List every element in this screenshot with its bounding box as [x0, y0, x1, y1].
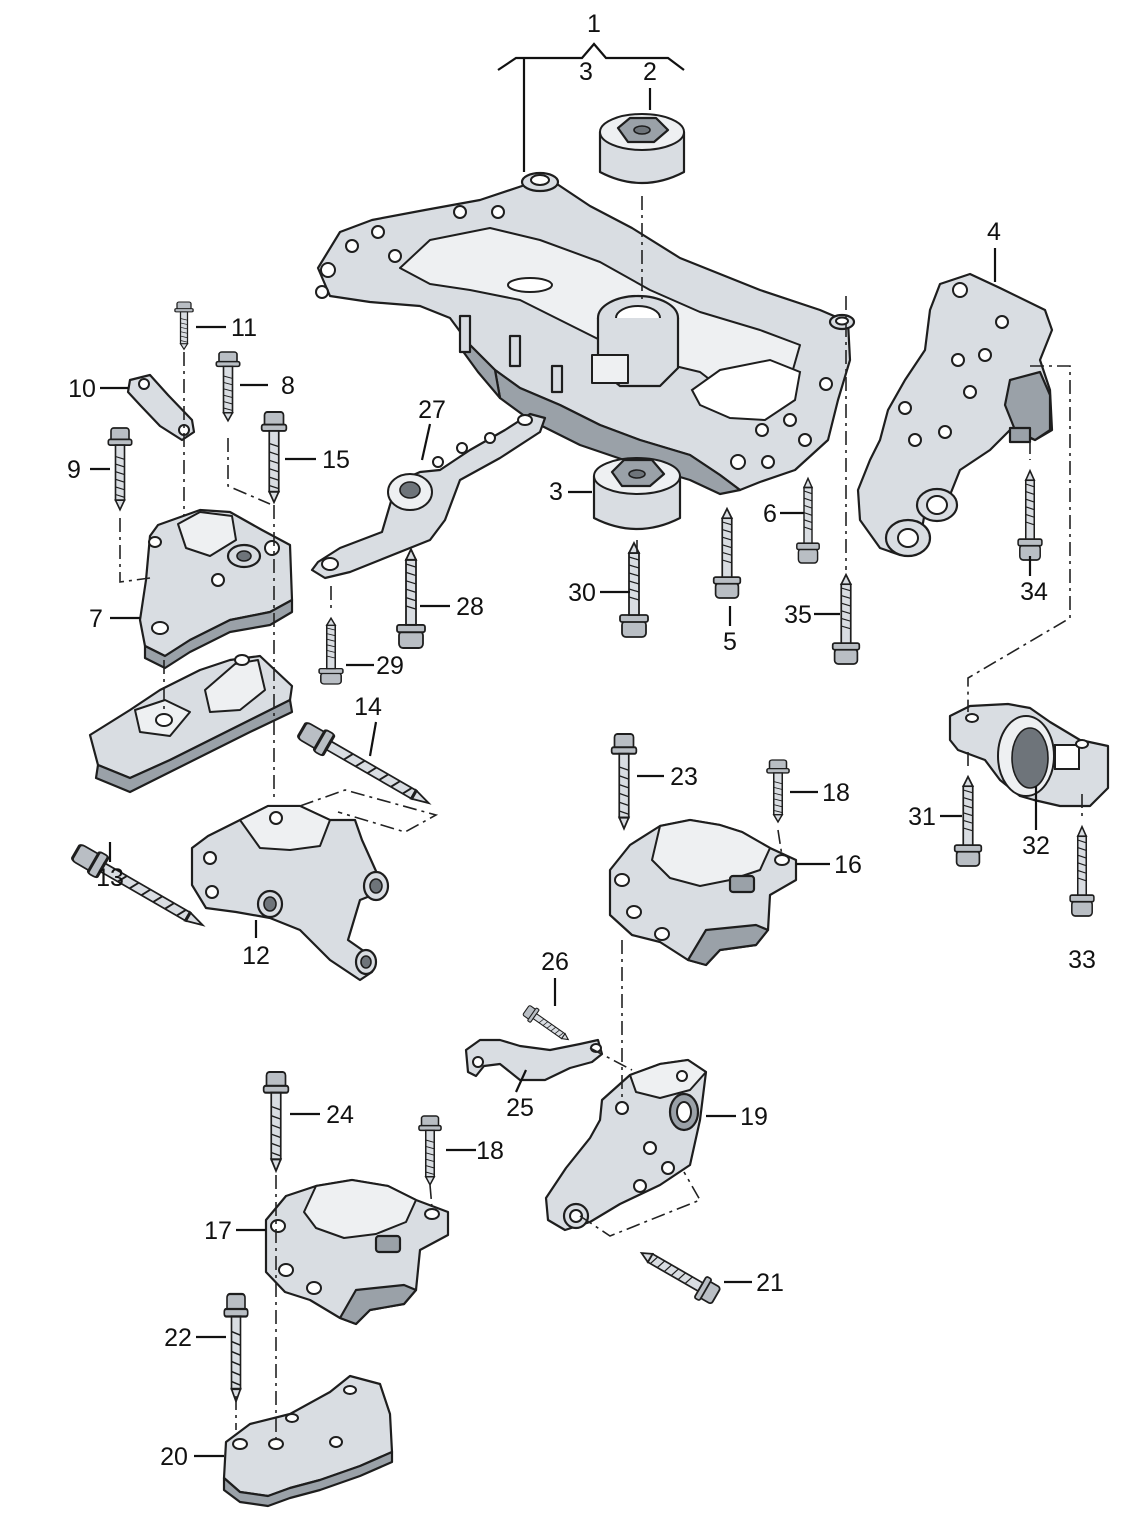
- callout-31: 31: [908, 803, 936, 831]
- bolt-5: [712, 507, 742, 599]
- callout-24: 24: [326, 1101, 354, 1129]
- callout-labels: 1 2 3 3 4 5 6 7 8 9 10 11 12 13 14 15 16…: [67, 10, 1096, 1471]
- gearbox-mount-upper: [608, 818, 798, 967]
- engine-bracket-left: [190, 804, 390, 982]
- callout-22: 22: [164, 1324, 192, 1352]
- leader-lines: [90, 248, 1038, 1458]
- callout-1: 1: [587, 10, 601, 38]
- bolt-33: [1069, 825, 1095, 917]
- gearbox-support: [222, 1374, 394, 1508]
- bolt-6: [795, 477, 821, 564]
- rubber-bushing-upper: [598, 113, 686, 185]
- callout-4: 4: [987, 218, 1001, 246]
- callout-9: 9: [67, 456, 81, 484]
- callout-18-upper: 18: [822, 779, 850, 807]
- callout-20: 20: [160, 1443, 188, 1471]
- connecting-bracket: [464, 1038, 604, 1082]
- callout-18-lower: 18: [476, 1137, 504, 1165]
- bolt-21: [634, 1241, 724, 1308]
- bolt-15: [260, 411, 288, 504]
- pendulum-support: [310, 412, 547, 580]
- callout-33: 33: [1068, 946, 1096, 974]
- callout-5: 5: [723, 628, 737, 656]
- callout-6: 6: [763, 500, 777, 528]
- bolt-14: [294, 717, 437, 816]
- rubber-bushing-lower: [592, 457, 682, 531]
- callout-27: 27: [418, 396, 446, 424]
- bolt-9: [107, 427, 133, 511]
- gearbox-bracket: [544, 1058, 708, 1232]
- callout-35: 35: [784, 601, 812, 629]
- gearbox-mount-lower: [264, 1178, 450, 1326]
- bolt-8: [215, 351, 241, 422]
- callout-10: 10: [68, 375, 96, 403]
- engine-mount-left: [138, 508, 294, 670]
- callout-26: 26: [541, 948, 569, 976]
- callout-14: 14: [354, 693, 382, 721]
- bolt-28: [396, 548, 426, 649]
- callout-15: 15: [322, 446, 350, 474]
- callout-3-lower: 3: [549, 478, 563, 506]
- subframe-bracket-right: [856, 272, 1054, 558]
- bolt-22: [223, 1292, 249, 1403]
- bolt-31: [953, 775, 983, 867]
- callout-13: 13: [96, 864, 124, 892]
- callout-12: 12: [242, 942, 270, 970]
- bolt-34: [1017, 469, 1043, 561]
- callout-8: 8: [281, 372, 295, 400]
- bolt-18-upper: [766, 759, 790, 823]
- bolt-18-lower: [418, 1115, 442, 1186]
- bolt-24: [262, 1070, 290, 1172]
- callout-3-top: 3: [579, 58, 593, 86]
- subframe-bolt-holes: [315, 205, 833, 470]
- bolt-26: [520, 1003, 574, 1047]
- callout-11: 11: [231, 314, 257, 342]
- callout-23: 23: [670, 763, 698, 791]
- callout-21: 21: [756, 1269, 784, 1297]
- callout-34: 34: [1020, 578, 1048, 606]
- callout-17: 17: [204, 1217, 232, 1245]
- callout-30: 30: [568, 579, 596, 607]
- bolt-35: [831, 573, 861, 665]
- subframe-mounting-bracket: [948, 702, 1110, 808]
- assembly-center-lines: [119, 196, 1083, 1440]
- callout-29: 29: [376, 652, 404, 680]
- bolt-29: [318, 617, 344, 685]
- callout-28: 28: [456, 593, 484, 621]
- engine-carrier-plate: [88, 654, 294, 794]
- callout-25: 25: [506, 1094, 534, 1122]
- subframe-part: [315, 171, 856, 496]
- callout-16: 16: [834, 851, 862, 879]
- callout-32: 32: [1022, 832, 1050, 860]
- bolt-30: [619, 542, 649, 638]
- assembly-brace: [497, 42, 685, 71]
- bolt-23: [610, 733, 638, 830]
- callout-2: 2: [643, 58, 657, 86]
- callout-7: 7: [89, 605, 103, 633]
- bolt-11: [174, 301, 194, 350]
- bolt-13: [68, 839, 211, 938]
- callout-19: 19: [740, 1103, 768, 1131]
